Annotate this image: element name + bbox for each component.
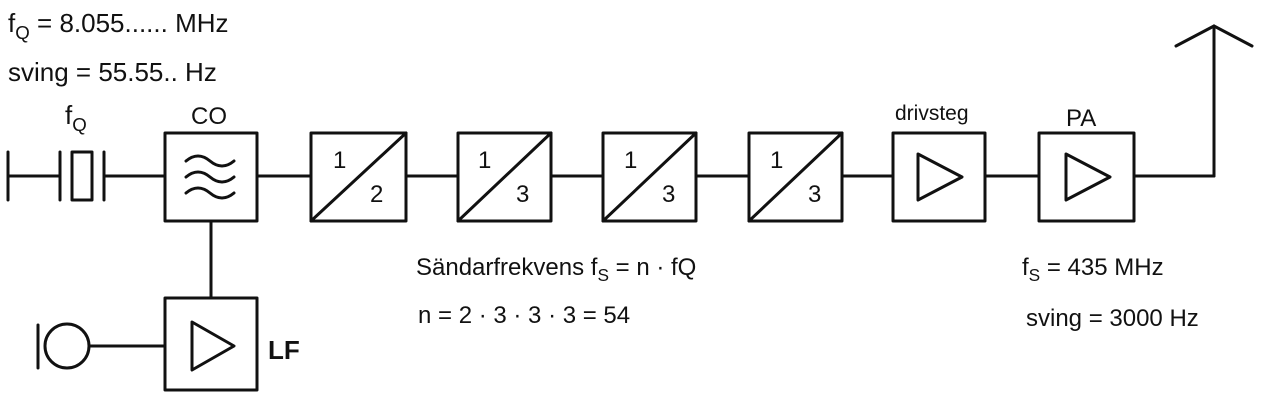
crystal-symbol bbox=[6, 150, 167, 202]
divider-2-top: 1 bbox=[478, 147, 492, 174]
crystal-frequency-text: fQ = 8.055...... MHz bbox=[8, 8, 229, 43]
divider-4-top: 1 bbox=[770, 147, 784, 174]
divider-2-bottom: 3 bbox=[516, 181, 530, 208]
pa-label: PA bbox=[1066, 105, 1097, 132]
power-amplifier-block bbox=[1037, 131, 1136, 223]
divider-1-bottom: 2 bbox=[370, 181, 384, 208]
oscillator-block bbox=[163, 131, 259, 223]
divider-block-1 bbox=[309, 131, 408, 223]
transmit-frequency-formula: Sändarfrekvens fS = n · fQ bbox=[416, 254, 697, 286]
lf-amplifier-block bbox=[163, 296, 259, 392]
driver-amplifier-block bbox=[891, 131, 987, 223]
oscillator-label: CO bbox=[191, 103, 227, 130]
multiplier-formula: n = 2 · 3 · 3 · 3 = 54 bbox=[418, 302, 631, 329]
divider-block-4 bbox=[747, 131, 844, 223]
divider-3-top: 1 bbox=[624, 147, 638, 174]
microphone-icon bbox=[36, 322, 167, 370]
divider-1-top: 1 bbox=[333, 147, 347, 174]
output-swing-text: sving = 3000 Hz bbox=[1026, 305, 1199, 332]
lf-label: LF bbox=[268, 335, 300, 365]
divider-block-2 bbox=[456, 131, 553, 223]
crystal-label: fQ bbox=[65, 100, 87, 135]
antenna-icon bbox=[1132, 24, 1254, 178]
divider-3-bottom: 3 bbox=[662, 181, 676, 208]
crystal-swing-text: sving = 55.55.. Hz bbox=[8, 57, 217, 87]
divider-block-3 bbox=[601, 131, 698, 223]
output-frequency-text: fS = 435 MHz bbox=[1022, 254, 1164, 286]
driver-label: drivsteg bbox=[895, 102, 969, 125]
divider-4-bottom: 3 bbox=[808, 181, 822, 208]
